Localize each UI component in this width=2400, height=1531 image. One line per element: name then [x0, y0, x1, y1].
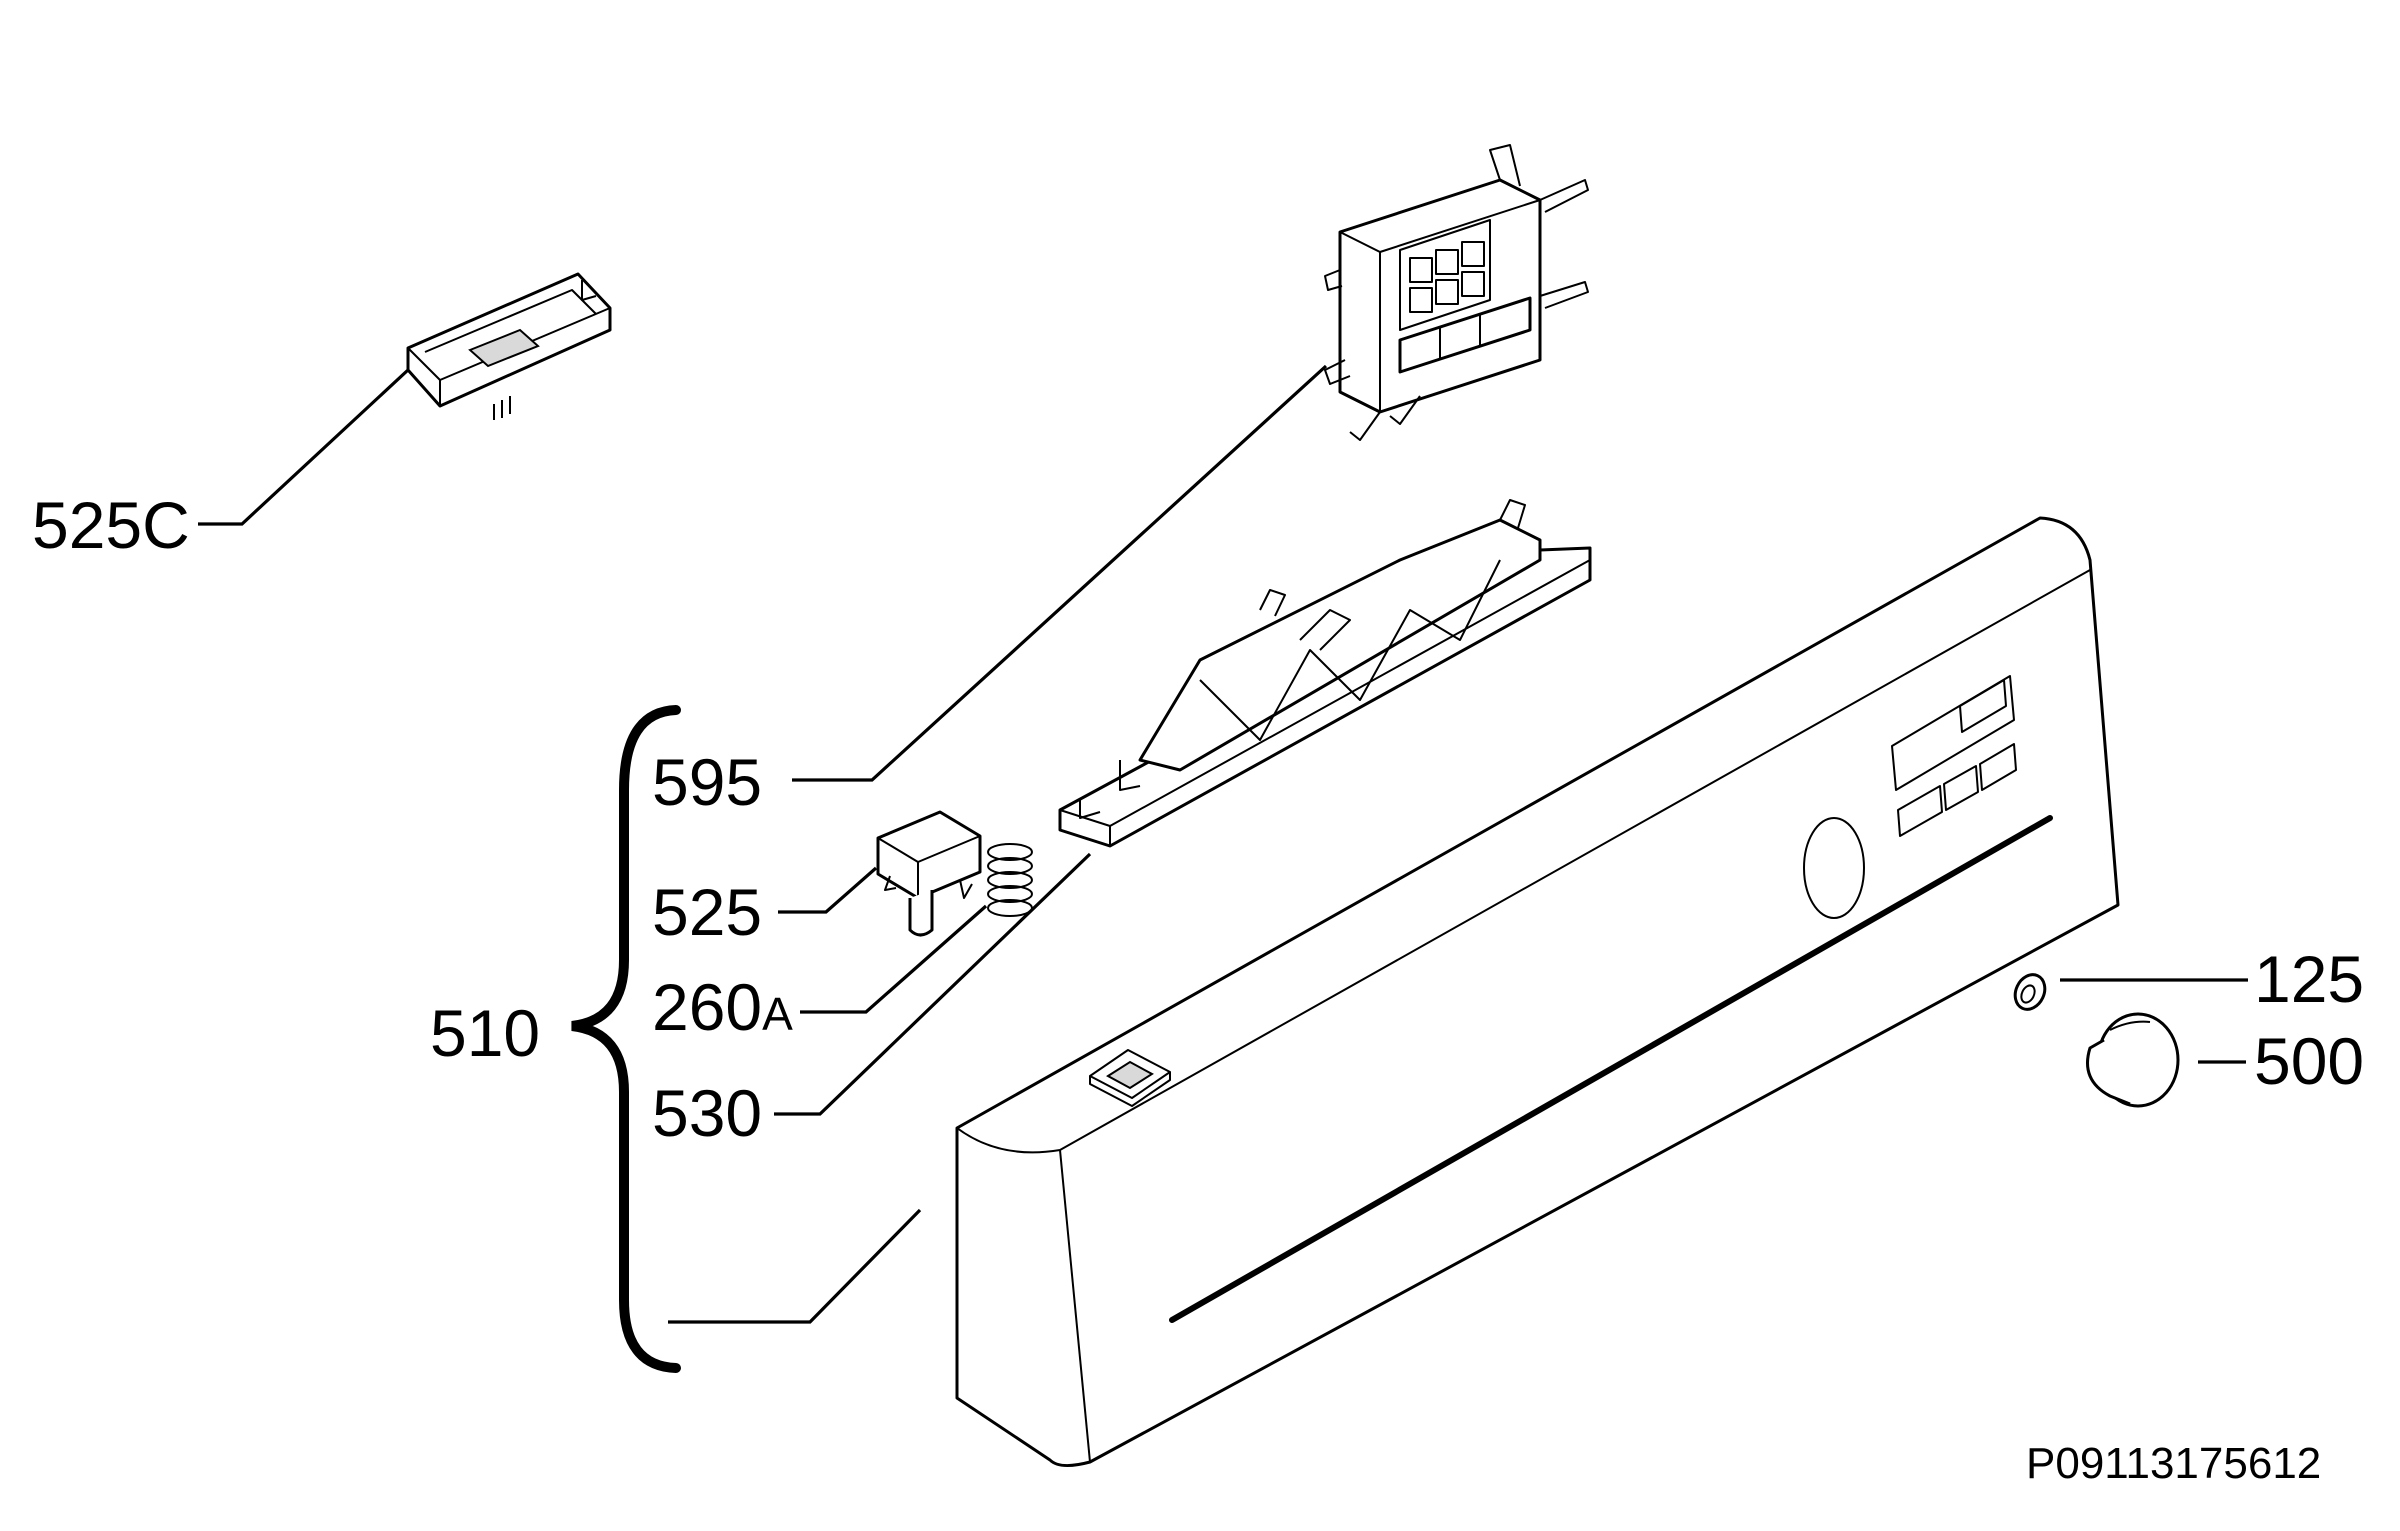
leader-525 [778, 866, 878, 914]
part-500-knob [2086, 1012, 2180, 1108]
label-595: 595 [652, 745, 762, 819]
leader-510 [668, 1208, 922, 1324]
leader-525c [198, 368, 410, 526]
reference-code: P09113175612 [2026, 1439, 2321, 1488]
label-260a-number: 260 [652, 970, 762, 1044]
part-525-push-button [876, 810, 982, 937]
part-595-electronic-module [1324, 144, 1589, 441]
label-125: 125 [2254, 942, 2364, 1016]
label-525: 525 [652, 875, 762, 949]
leader-260a [800, 904, 988, 1014]
part-260a-spring [987, 843, 1033, 917]
part-530-housing [1058, 499, 1592, 848]
label-530: 530 [652, 1076, 762, 1150]
part-125-nut [2013, 973, 2047, 1011]
leader-595 [792, 364, 1328, 782]
part-510-control-panel [955, 516, 2120, 1467]
label-260a-suffix: A [762, 988, 793, 1040]
label-525c: 525C [32, 488, 190, 562]
part-525c-tray [406, 272, 612, 420]
label-500: 500 [2254, 1024, 2364, 1098]
label-510: 510 [430, 996, 540, 1070]
assembly-510-brace [571, 705, 681, 1373]
leader-530 [774, 852, 1092, 1116]
label-260a: 260A [652, 970, 793, 1044]
